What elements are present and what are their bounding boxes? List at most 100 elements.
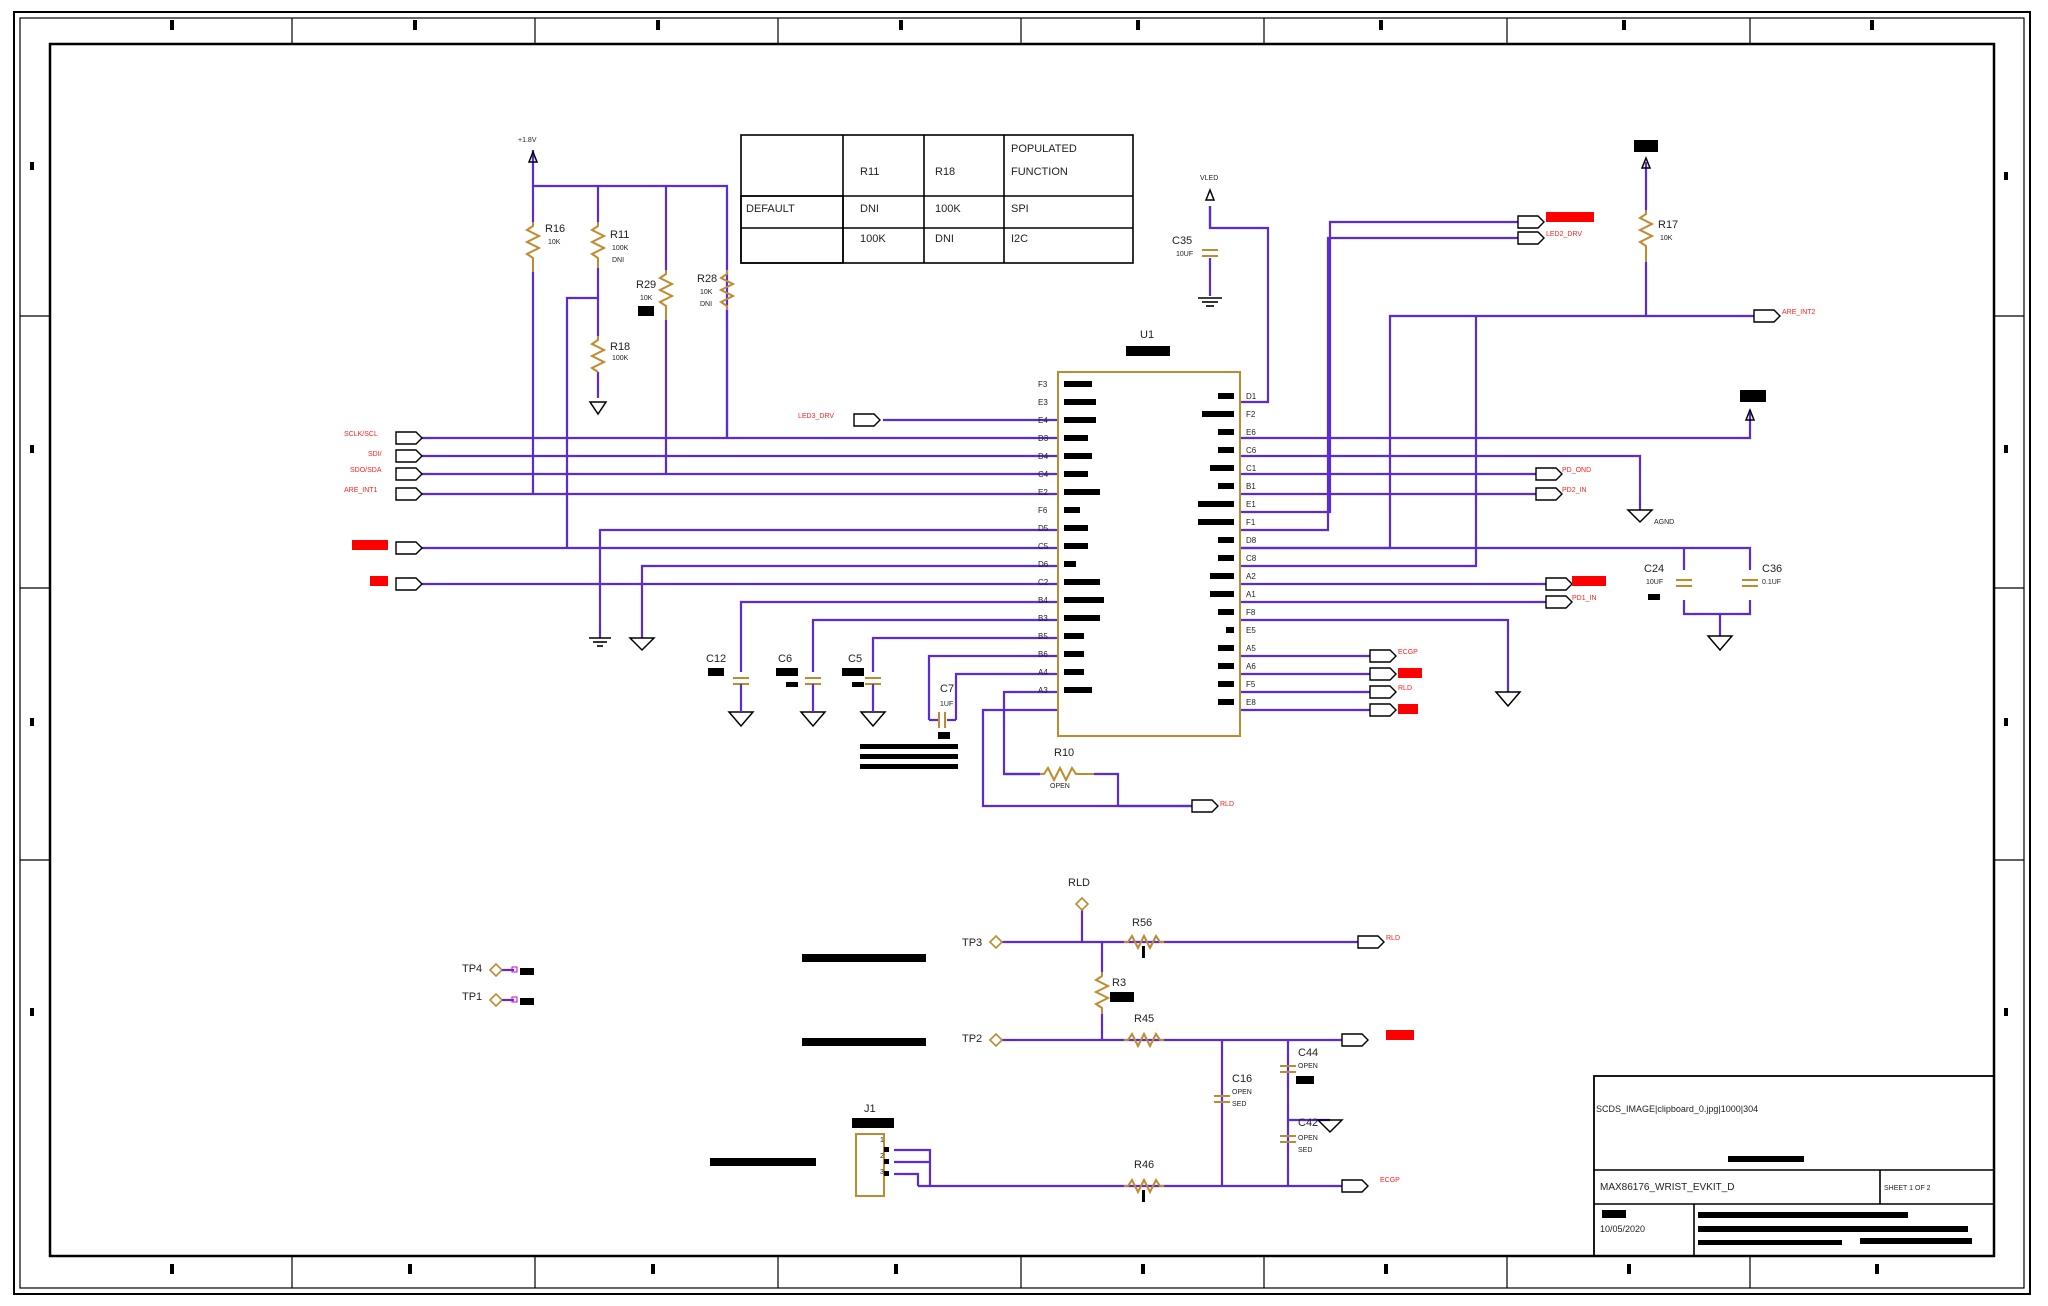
net-flag xyxy=(1357,935,1385,949)
ic-pin-right xyxy=(1218,645,1234,651)
redacted-net xyxy=(1546,212,1594,222)
ground-icon xyxy=(1626,509,1654,524)
ic-pin-left xyxy=(1064,687,1092,693)
ic-pin-right xyxy=(1210,573,1234,579)
net-flag xyxy=(1369,649,1397,663)
power-arrow-icon xyxy=(1744,407,1756,421)
ic-pin-label: E5 xyxy=(1246,626,1256,635)
redacted-label xyxy=(1740,390,1766,402)
ic-pin-label: D8 xyxy=(1246,536,1257,545)
ic-pin-label: E8 xyxy=(1246,698,1256,707)
svg-text:0.1UF: 0.1UF xyxy=(1762,579,1781,586)
table-cell: 100K xyxy=(935,203,961,215)
net-flags: SCLK/SCL SDI/ SDO/SDA ARE_INT1 LED3_DRV … xyxy=(344,212,1816,1193)
resistor-r18: R18 100K xyxy=(589,336,630,373)
svg-text:10K: 10K xyxy=(640,295,653,302)
table-cell: 100K xyxy=(860,233,886,245)
net-label-rld: RLD xyxy=(1220,801,1234,808)
ic-pin-right xyxy=(1226,627,1234,633)
resistor-r46: R46 xyxy=(1124,1159,1164,1202)
ground-icon xyxy=(1706,635,1734,652)
ic-pin-label: F6 xyxy=(1038,506,1048,515)
ic-pin-label: D1 xyxy=(1246,392,1257,401)
resistor-r16: R16 10K xyxy=(524,222,565,272)
svg-text:10K: 10K xyxy=(548,239,561,246)
ic-pin-right xyxy=(1218,699,1234,705)
svg-text:R28: R28 xyxy=(697,273,717,285)
net-flag xyxy=(1341,1179,1369,1193)
svg-text:R45: R45 xyxy=(1134,1013,1154,1025)
ground-icon xyxy=(589,637,611,647)
net-label-pd1-in: PD1_IN xyxy=(1572,595,1597,602)
resistor-r29: R29 10K xyxy=(636,270,675,320)
capacitor-c16: C16 OPEN SED xyxy=(1214,1073,1252,1108)
testpoint-tp2: TP2 xyxy=(962,1032,1004,1048)
resistor-r45: R45 xyxy=(1124,1013,1164,1049)
svg-text:TP2: TP2 xyxy=(962,1033,982,1045)
ic-pin-label: A1 xyxy=(1246,590,1256,599)
svg-text:R56: R56 xyxy=(1132,917,1152,929)
svg-text:SED: SED xyxy=(1232,1101,1246,1108)
net-flag xyxy=(1341,1033,1369,1047)
ic-pin-label: A3 xyxy=(1038,686,1048,695)
svg-text:C35: C35 xyxy=(1172,235,1192,247)
redacted-net xyxy=(1572,576,1606,586)
net-flag xyxy=(1535,467,1563,481)
svg-text:10UF: 10UF xyxy=(1646,579,1663,586)
svg-text:R16: R16 xyxy=(545,223,565,235)
ic-pin-label: B5 xyxy=(1038,632,1048,641)
config-table: R11 R18 POPULATED FUNCTION DEFAULT DNI 1… xyxy=(740,134,1134,264)
capacitor-c5: C5 xyxy=(842,653,881,712)
ic-pin-label: C5 xyxy=(1038,542,1049,551)
net-flag xyxy=(395,577,423,591)
net-flag xyxy=(395,541,423,555)
svg-text:TP3: TP3 xyxy=(962,937,982,949)
svg-text:R10: R10 xyxy=(1054,747,1074,759)
net-label-sdo: SDO/SDA xyxy=(350,467,382,474)
power-label-18v: +1.8V xyxy=(518,137,537,144)
net-flag xyxy=(1545,595,1573,609)
ic-pin-label: D5 xyxy=(1038,524,1049,533)
ic-pin-left xyxy=(1064,489,1100,495)
svg-text:J1: J1 xyxy=(864,1103,876,1115)
ic-pin-right xyxy=(1202,411,1234,417)
ic-pin-left xyxy=(1064,417,1096,423)
table-header-populated: POPULATED xyxy=(1011,143,1077,155)
ground-icon xyxy=(1316,1119,1344,1134)
ic-pin-left xyxy=(1064,471,1088,477)
redaction-bars xyxy=(710,744,958,1166)
ic-pin-label: B3 xyxy=(1038,614,1048,623)
ic-pin-label: F2 xyxy=(1246,410,1256,419)
capacitor-c12: C12 xyxy=(706,653,749,712)
net-flag xyxy=(395,449,423,463)
testpoint-rld: RLD xyxy=(1068,877,1090,912)
ic-pin-right xyxy=(1198,501,1234,507)
ic-pin-left xyxy=(1064,453,1092,459)
capacitor-c35: C35 10UF xyxy=(1172,235,1218,258)
svg-text:C12: C12 xyxy=(706,653,726,665)
capacitor-c44: C44 OPEN xyxy=(1280,1047,1318,1084)
resistor-r11: R11 100K DNI xyxy=(589,222,629,268)
svg-text:10K: 10K xyxy=(1660,235,1673,242)
svg-text:C44: C44 xyxy=(1298,1047,1318,1059)
table-cell: DEFAULT xyxy=(746,203,795,215)
capacitor-c24: C24 10UF xyxy=(1644,563,1692,600)
svg-text:C5: C5 xyxy=(848,653,862,665)
ground-icon xyxy=(588,401,608,416)
ic-pin-label: E6 xyxy=(1246,428,1256,437)
ground-icon xyxy=(799,711,827,728)
capacitor-c7: C7 1UF xyxy=(927,683,958,739)
net-flag xyxy=(1369,703,1397,717)
net-label-pd-ond: PD_OND xyxy=(1562,467,1591,474)
testpoint-tp3: TP3 xyxy=(962,934,1004,950)
agnd-label: AGND xyxy=(1654,519,1674,526)
ic-pins: F3E3E4D3D4C4E2F6D5C5D6C2B4B3B5B6A4A3D1F2… xyxy=(1038,380,1257,707)
power-arrow-icon xyxy=(527,149,539,168)
svg-text:RLD: RLD xyxy=(1068,877,1090,889)
resistor-r10: R10 OPEN xyxy=(1040,747,1094,790)
net-flag xyxy=(1753,309,1781,323)
svg-text:R29: R29 xyxy=(636,279,656,291)
ic-pin-label: A6 xyxy=(1246,662,1256,671)
net-label-are-int1: ARE_INT1 xyxy=(344,487,378,494)
title-sheet: SHEET 1 OF 2 xyxy=(1884,1185,1931,1192)
